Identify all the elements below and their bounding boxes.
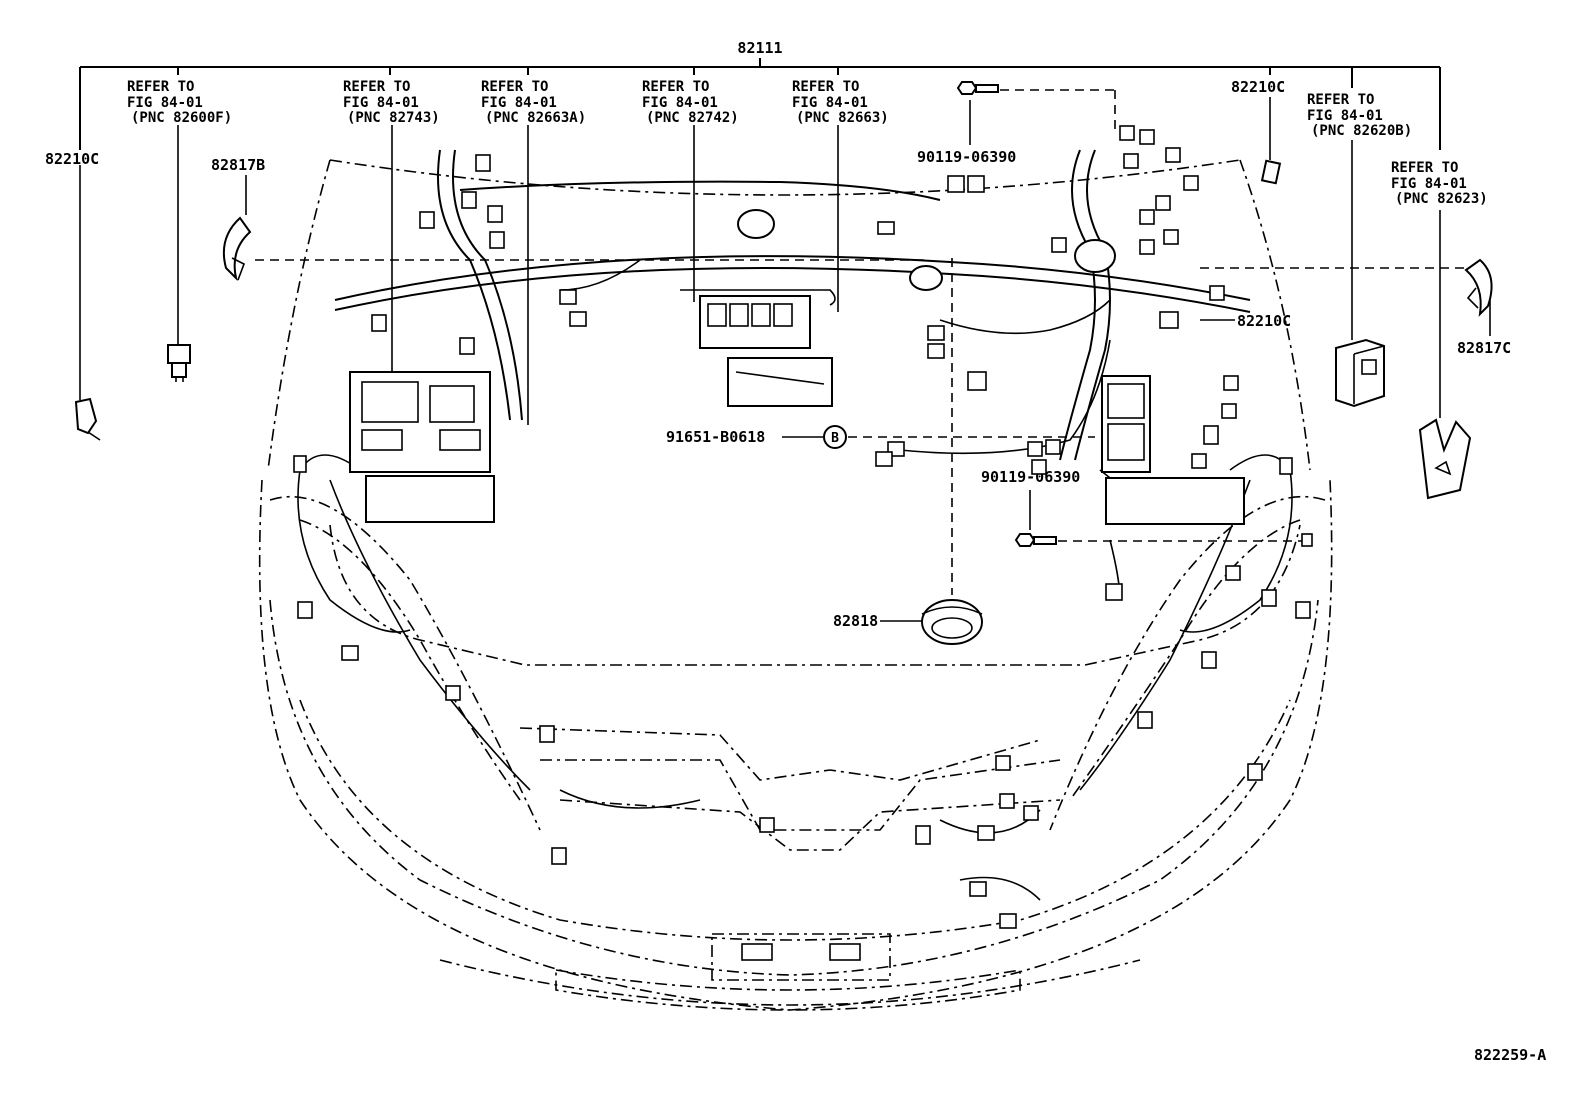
dashed-locators <box>255 89 1478 595</box>
car-body-outline <box>258 159 1333 1011</box>
refer-label-82743: REFER TO FIG 84-01 (PNC 82743) <box>343 79 440 126</box>
svg-text:(PNC 82600F): (PNC 82600F) <box>131 110 232 126</box>
marker-b-circle <box>823 425 847 449</box>
brake-booster-icon <box>737 209 1116 291</box>
svg-text:(PNC 82623): (PNC 82623) <box>1395 191 1488 207</box>
svg-text:REFER TO: REFER TO <box>481 79 548 95</box>
part-label-82817b: 82817B <box>211 156 265 174</box>
part-label-90119-mid: 90119-06390 <box>981 468 1080 486</box>
svg-text:REFER TO: REFER TO <box>792 79 859 95</box>
svg-text:FIG 84-01: FIG 84-01 <box>1391 176 1467 192</box>
junction-block-82743-icon <box>349 371 495 523</box>
svg-text:(PNC 82743): (PNC 82743) <box>347 110 440 126</box>
svg-text:REFER TO: REFER TO <box>642 79 709 95</box>
refer-label-82742: REFER TO FIG 84-01 (PNC 82742) <box>642 79 739 126</box>
refer-label-82600f: REFER TO FIG 84-01 (PNC 82600F) <box>127 79 232 126</box>
connector-82600f-icon <box>167 344 191 382</box>
main-part-number: 82111 <box>737 39 782 57</box>
refer-label-82663a: REFER TO FIG 84-01 (PNC 82663A) <box>481 79 586 126</box>
bolt-90119-top-icon <box>956 81 999 95</box>
svg-text:(PNC 82742): (PNC 82742) <box>646 110 739 126</box>
svg-text:REFER TO: REFER TO <box>1307 92 1374 108</box>
clamp-82817b-icon <box>222 216 252 282</box>
bracket-82623-icon <box>1418 418 1472 500</box>
part-label-82210c-mid: 82210C <box>1237 312 1291 330</box>
svg-text:(PNC 82620B): (PNC 82620B) <box>1311 123 1412 139</box>
part-label-82210c-left: 82210C <box>45 150 99 168</box>
bolt-90119-mid-icon <box>1014 533 1057 547</box>
main-part-bracket <box>79 58 1441 150</box>
part-label-82817c: 82817C <box>1457 339 1511 357</box>
connector-82210c-left-icon <box>74 397 101 441</box>
svg-text:FIG 84-01: FIG 84-01 <box>343 95 419 111</box>
relay-box-82742-icon <box>680 289 836 349</box>
svg-text:FIG 84-01: FIG 84-01 <box>481 95 557 111</box>
part-label-82818: 82818 <box>833 612 878 630</box>
figure-code: 822259-A <box>1474 1046 1546 1064</box>
part-label-82210c-right: 82210C <box>1231 78 1285 96</box>
refer-label-82663: REFER TO FIG 84-01 (PNC 82663) <box>792 79 889 126</box>
part-label-90119-top: 90119-06390 <box>917 148 1016 166</box>
clamp-82817c-icon <box>1464 258 1493 317</box>
svg-text:REFER TO: REFER TO <box>1391 160 1458 176</box>
svg-text:FIG 84-01: FIG 84-01 <box>792 95 868 111</box>
refer-label-82623: REFER TO FIG 84-01 (PNC 82623) <box>1391 160 1488 207</box>
harness-connectors <box>293 125 1313 929</box>
svg-text:FIG 84-01: FIG 84-01 <box>642 95 718 111</box>
relay-block-82663-icon <box>727 357 833 407</box>
svg-text:FIG 84-01: FIG 84-01 <box>1307 108 1383 124</box>
svg-text:(PNC 82663): (PNC 82663) <box>796 110 889 126</box>
marker-b-letter: B <box>831 431 839 446</box>
grommet-82818-icon <box>921 599 983 645</box>
svg-text:REFER TO: REFER TO <box>343 79 410 95</box>
leader-lines <box>79 97 1491 622</box>
refer-label-82620b: REFER TO FIG 84-01 (PNC 82620B) <box>1307 92 1412 139</box>
svg-text:(PNC 82663A): (PNC 82663A) <box>485 110 586 126</box>
connector-82620b-icon <box>1335 338 1385 408</box>
svg-text:REFER TO: REFER TO <box>127 79 194 95</box>
connector-82210c-right-icon <box>1260 159 1282 185</box>
junction-block-right-icon <box>1101 375 1245 525</box>
part-label-91651: 91651-B0618 <box>666 428 765 446</box>
svg-text:FIG 84-01: FIG 84-01 <box>127 95 203 111</box>
wiring-harness <box>297 149 1293 901</box>
